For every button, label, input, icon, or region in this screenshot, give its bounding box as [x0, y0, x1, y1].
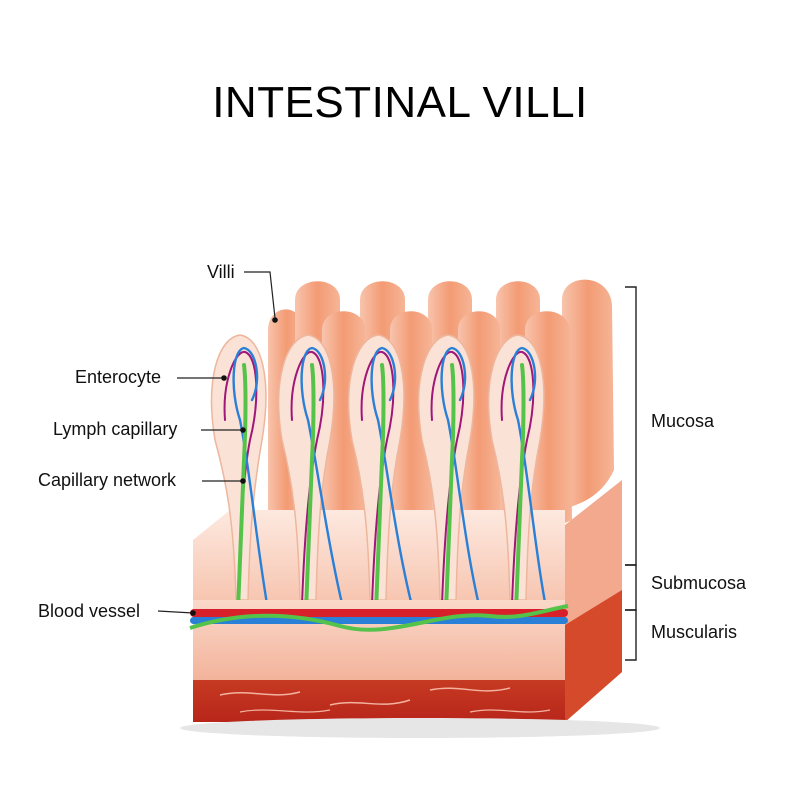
layer-brackets [625, 286, 637, 661]
label-dots [190, 317, 278, 616]
label-lymph-capillary: Lymph capillary [53, 419, 178, 439]
label-submucosa: Submucosa [651, 573, 747, 593]
label-capillary-network: Capillary network [38, 470, 177, 490]
label-muscularis: Muscularis [651, 622, 738, 642]
villus-vessels [223, 346, 550, 630]
muscularis-layer [193, 680, 565, 722]
label-mucosa: Mucosa [651, 411, 715, 431]
blood-vessels [189, 604, 569, 632]
label-enterocyte: Enterocyte [75, 367, 162, 387]
label-leaders [157, 271, 276, 614]
label-blood-vessel: Blood vessel [38, 601, 141, 621]
block-side-face [565, 480, 622, 722]
label-villi: Villi [207, 262, 235, 282]
block-shadow [180, 718, 660, 738]
diagram-title: INTESTINAL VILLI [212, 78, 588, 127]
